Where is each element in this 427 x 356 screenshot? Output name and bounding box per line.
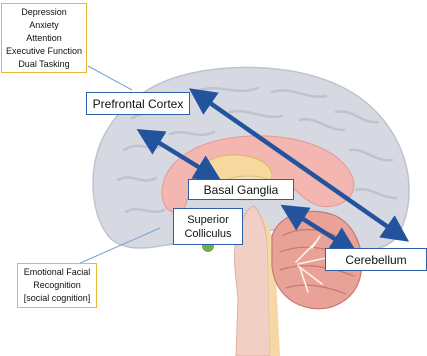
social-line3: [social cognition] [24, 292, 91, 305]
label-prefrontal-cortex: Prefrontal Cortex [86, 92, 190, 115]
functions-box: Depression Anxiety Attention Executive F… [1, 3, 87, 73]
label-superior-colliculus: Superior Colliculus [173, 208, 243, 245]
label-basal-ganglia: Basal Ganglia [188, 179, 294, 200]
label-cerebellum: Cerebellum [325, 248, 427, 271]
function-attention: Attention [26, 32, 62, 45]
connector-functions [88, 66, 132, 90]
function-executive: Executive Function [6, 45, 82, 58]
superior-colliculus-line2: Colliculus [184, 227, 231, 241]
social-line2: Recognition [33, 279, 81, 292]
social-line1: Emotional Facial [24, 266, 91, 279]
function-anxiety: Anxiety [29, 19, 59, 32]
function-dual-tasking: Dual Tasking [18, 58, 69, 71]
function-depression: Depression [21, 6, 67, 19]
superior-colliculus-line1: Superior [187, 213, 229, 227]
social-cognition-box: Emotional Facial Recognition [social cog… [17, 263, 97, 308]
